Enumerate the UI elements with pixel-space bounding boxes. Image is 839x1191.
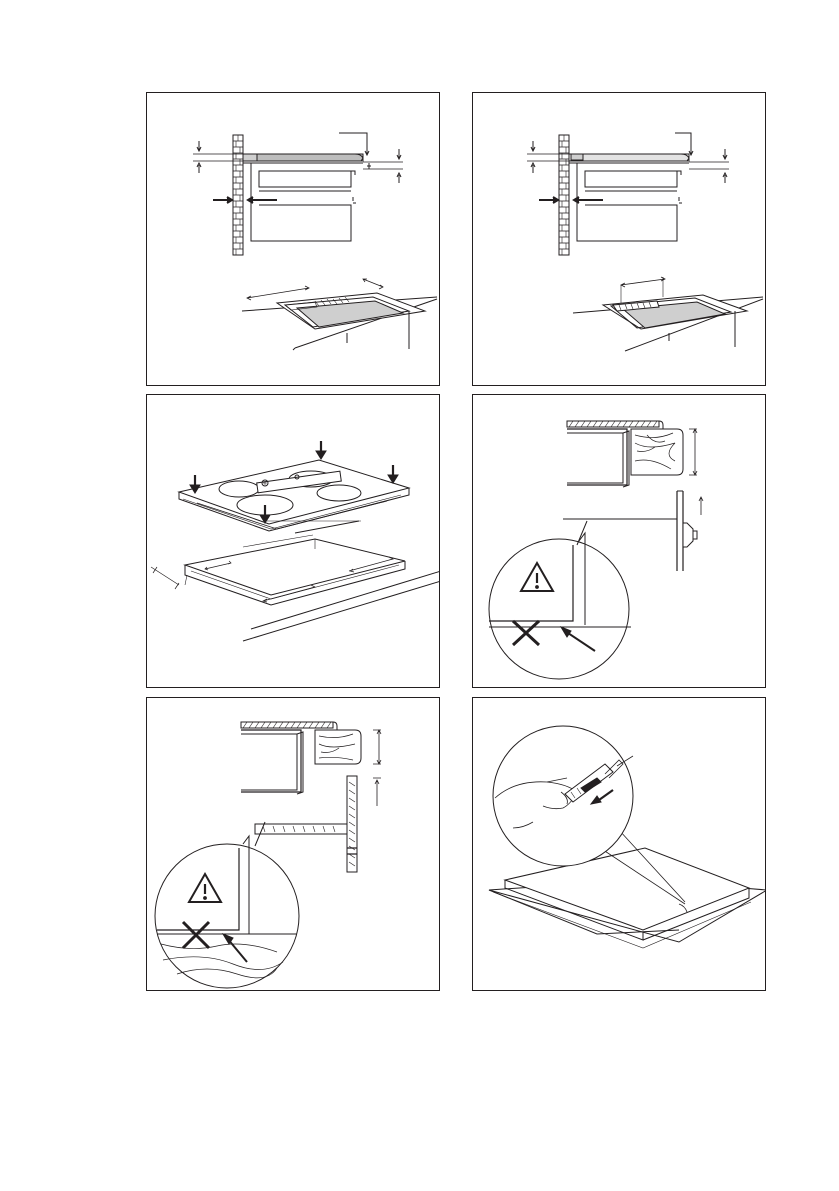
panel-drawer-clearance [472,394,766,688]
hob-flush-wall-diagram [147,93,440,386]
panel-protection-floor [146,697,440,991]
sealing-edge-diagram [473,698,766,991]
horizontal-board [255,824,347,834]
worktop-cutout [242,279,437,350]
panel-hob-flush-wall [146,92,440,386]
vertical-board [347,776,357,872]
brick-wall [559,135,569,255]
protection-floor-diagram [147,698,440,991]
panel-hob-near-wall [472,92,766,386]
brick-wall [233,135,243,255]
hob-unit [179,460,409,531]
hob-near-wall-diagram [473,93,766,386]
wooden-block [631,429,683,475]
detail-magnifier [493,726,633,866]
hob-placement-diagram [147,395,440,688]
panel-hob-placement [146,394,440,688]
mounting-frame [151,535,405,605]
wooden-block [315,730,361,764]
detail-magnifier [489,521,631,679]
detail-magnifier [155,822,299,988]
panel-sealing-edge [472,697,766,991]
worktop-cutout [573,277,763,351]
drawer-clearance-diagram [473,395,766,688]
